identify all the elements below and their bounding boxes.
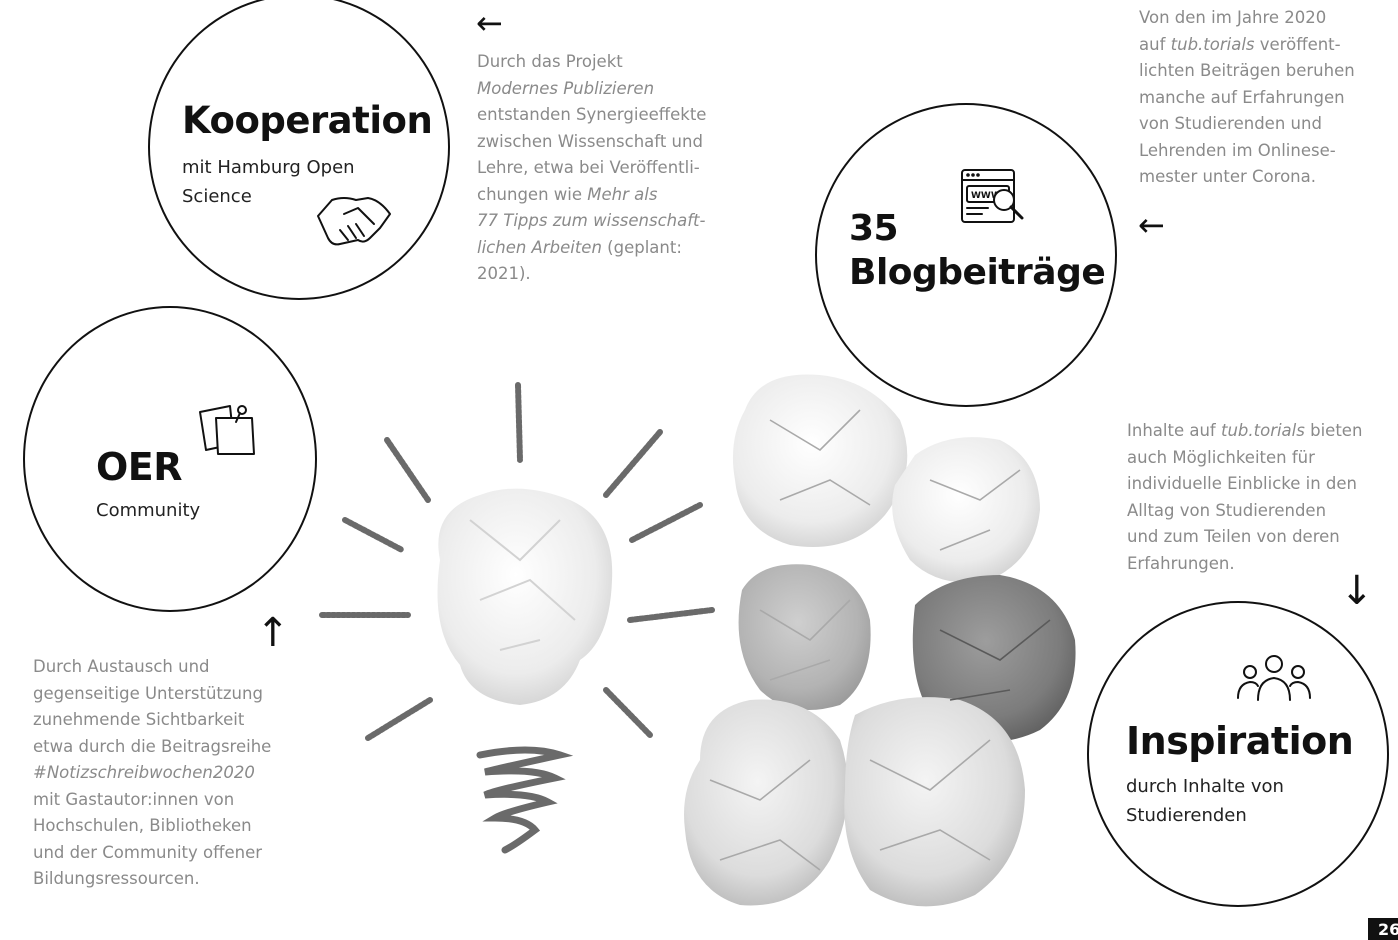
arrow-left-blog: ← <box>1138 206 1165 244</box>
oer-note: Durch Austausch und gegenseitige Unterst… <box>33 654 303 893</box>
oer-title: OER <box>96 445 183 489</box>
note-line: Inhalte auf <box>1127 421 1216 440</box>
note-italic: lichen Arbeiten <box>477 237 602 257</box>
people-group-icon <box>1237 655 1311 701</box>
note-line: Hochschulen, Bibliotheken <box>33 816 252 835</box>
note-line: Durch Austausch und <box>33 657 210 676</box>
inspiration-subtitle-line2: Studierenden <box>1126 805 1247 826</box>
note-line: und der Community offener <box>33 842 263 862</box>
kooperation-subtitle-line1: mit Hamburg Open <box>182 157 355 178</box>
note-line: Lehre, etwa bei Veröffentli- <box>477 158 700 177</box>
handshake-icon <box>317 197 391 246</box>
note-italic: Mehr als <box>587 184 658 204</box>
inspiration-note: Inhalte auf tub.torials bieten auch Mögl… <box>1127 418 1395 577</box>
note-line: und zum Teilen von deren <box>1127 527 1340 546</box>
note-line: Erfahrungen. <box>1127 553 1235 573</box>
note-italic: Modernes Publizieren <box>477 78 655 98</box>
note-line: bieten <box>1310 421 1363 440</box>
website-search-icon: WWW <box>961 169 1024 223</box>
note-line: Bildungsressourcen. <box>33 869 200 888</box>
arrow-up-oer: ↑ <box>256 610 290 656</box>
note-italic: 77 Tipps zum wissenschaft- <box>477 211 706 230</box>
note-line: zunehmende Sichtbarkeit <box>33 710 245 729</box>
blog-title: Blogbeiträge <box>849 252 1106 293</box>
note-line: Durch das Projekt <box>477 52 623 71</box>
note-line: manche auf Erfahrungen <box>1139 87 1345 107</box>
page-number: 26 <box>1368 918 1398 940</box>
note-line: 2021). <box>477 264 531 283</box>
note-italic: tub.torials <box>1220 421 1305 440</box>
note-line: mit Gastautor:innen von <box>33 789 235 809</box>
note-line: auf <box>1139 34 1166 54</box>
note-line: auch Möglichkeiten für <box>1127 447 1315 467</box>
note-line: gegenseitige Unterstützung <box>33 683 263 703</box>
note-line: Lehrenden im Onlinese- <box>1139 140 1336 160</box>
note-line: (geplant: <box>607 237 682 257</box>
note-line: individuelle Einblicke in den <box>1127 474 1358 493</box>
inspiration-title: Inspiration <box>1126 719 1354 763</box>
note-line: Von den im Jahre 2020 <box>1139 8 1327 27</box>
note-italic: tub.torials <box>1170 34 1255 54</box>
kooperation-subtitle-line2: Science <box>182 186 252 207</box>
arrow-left-top: ← <box>476 4 503 42</box>
note-line: von Studierenden und <box>1139 114 1322 133</box>
note-line: Alltag von Studierenden <box>1127 500 1327 520</box>
note-line: mester unter Corona. <box>1139 167 1316 186</box>
note-line: entstanden Synergieeffekte <box>477 105 707 124</box>
inspiration-subtitle-line1: durch Inhalte von <box>1126 776 1284 797</box>
note-line: etwa durch die Beitragsreihe <box>33 736 272 756</box>
sticky-notes-icon <box>199 405 255 455</box>
kooperation-circle <box>148 0 450 300</box>
note-line: zwischen Wissenschaft und <box>477 131 703 151</box>
note-line: veröffent- <box>1259 34 1341 54</box>
svg-text:WWW: WWW <box>971 191 1001 201</box>
blog-note: Von den im Jahre 2020 auf tub.torials ve… <box>1139 5 1394 191</box>
kooperation-note: Durch das Projekt Modernes Publizieren e… <box>477 49 747 288</box>
kooperation-title: Kooperation <box>182 99 433 142</box>
arrow-down-inspiration: ↓ <box>1340 568 1374 614</box>
inspiration-circle <box>1087 601 1389 907</box>
blog-circle <box>815 103 1117 407</box>
oer-subtitle: Community <box>96 500 201 521</box>
blog-number: 35 <box>849 208 899 249</box>
note-line: lichten Beiträgen beruhen <box>1139 61 1355 80</box>
note-italic: #Notizschreibwochen2020 <box>33 763 255 782</box>
note-line: chungen wie <box>477 184 583 204</box>
oer-circle <box>23 306 317 612</box>
